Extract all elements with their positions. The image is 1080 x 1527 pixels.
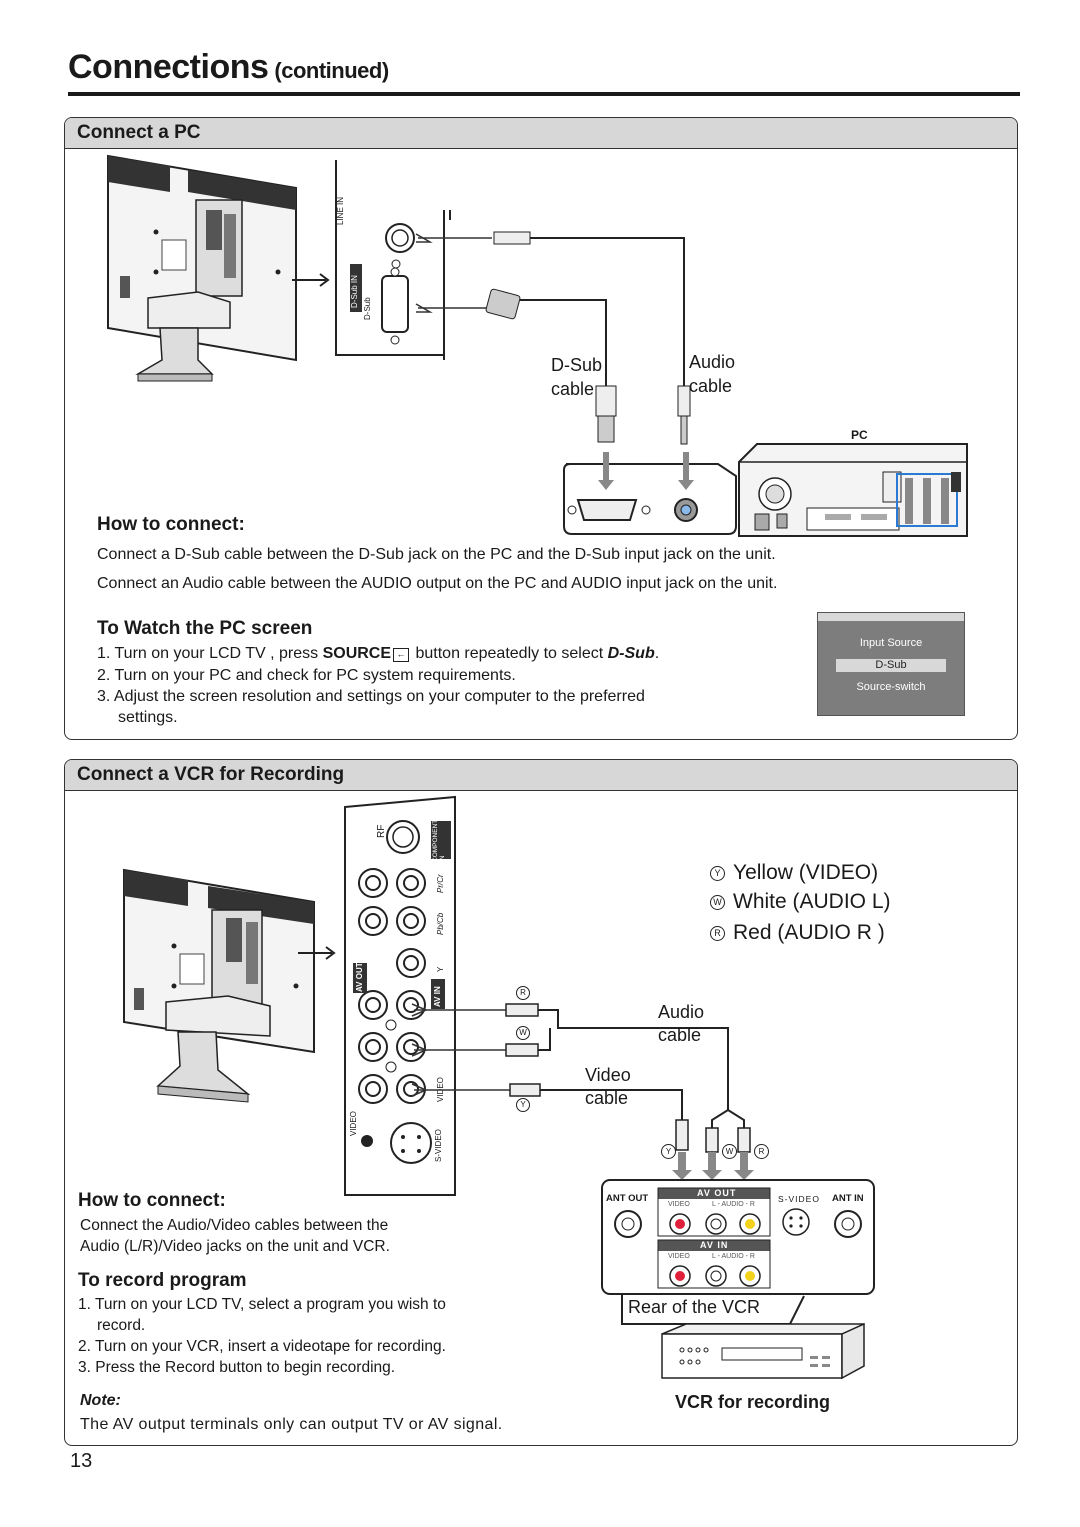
page-number: 13 <box>70 1450 93 1472</box>
pc-watch-step-3: 3. Adjust the screen resolution and sett… <box>97 688 645 705</box>
vcr-how-to-connect-heading: How to connect: <box>78 1190 226 1211</box>
record-step-1: 1. Turn on your LCD TV, select a program… <box>78 1296 446 1313</box>
osd-title: Input Source <box>859 637 923 649</box>
panel-label-av-out: AV OUT <box>355 962 364 992</box>
pc-watch-step-1-dsub: D-Sub <box>607 645 655 662</box>
vcr-av-in-audio-label: L - AUDIO - R <box>712 1253 755 1260</box>
pc-watch-step-1: 1. Turn on your LCD TV , press SOURCE← b… <box>97 643 659 664</box>
vcr-av-out-video-label: VIDEO <box>668 1201 690 1208</box>
pc-watch-step-2: 2. Turn on your PC and check for PC syst… <box>97 667 516 684</box>
page-title-suffix: (continued) <box>274 58 389 83</box>
plug-y-marker-icon: Y <box>661 1144 676 1159</box>
pc-section-title: Connect a PC <box>65 118 1017 149</box>
vcr-audio-cable-label-2: cable <box>658 1025 702 1045</box>
plug-r-marker-icon: R <box>754 1144 769 1159</box>
pc-watch-heading: To Watch the PC screen <box>97 618 313 639</box>
panel-label-pb: Pb/Cb <box>436 912 445 935</box>
legend-w-marker-icon: W <box>710 895 725 910</box>
input-source-osd: Input Source D-Sub Source-switch <box>817 612 965 716</box>
pc-how-to-connect-line-2: Connect an Audio cable between the AUDIO… <box>97 575 778 592</box>
vcr-cables <box>411 1003 754 1180</box>
video-cable-label-2: cable <box>585 1088 629 1108</box>
pointer-arrow-icon <box>292 273 330 287</box>
vcr-section: Connect a VCR for Recording <box>64 759 1018 1446</box>
vcr-rear-panel <box>601 1179 875 1295</box>
vcr-section-title: Connect a VCR for Recording <box>65 760 1017 791</box>
legend-red-text: Red (AUDIO R ) <box>733 921 885 944</box>
legend-yellow-text: Yellow (VIDEO) <box>733 861 879 884</box>
pc-rear-illustration <box>738 443 968 537</box>
pc-how-to-connect-heading: How to connect: <box>97 514 245 535</box>
title-rule <box>68 92 1020 96</box>
plug-w-marker-icon: W <box>722 1144 737 1159</box>
pc-watch-step-1-pre: 1. Turn on your LCD TV , press <box>97 645 323 662</box>
pc-label: PC <box>851 428 868 442</box>
tv-av-panel <box>344 795 456 1196</box>
record-program-heading: To record program <box>78 1270 247 1291</box>
tv-rear-illustration-vcr <box>123 868 315 1103</box>
vcr-unit-illustration <box>661 1322 865 1380</box>
panel-label-rf: RF <box>376 824 387 838</box>
panel-label-video-left: VIDEO <box>349 1111 358 1136</box>
tv-rear-illustration-pc <box>107 154 297 382</box>
panel-label-dsub: D-Sub <box>363 297 372 320</box>
pc-jacks-callout <box>563 452 737 535</box>
vcr-ant-out-label: ANT OUT <box>606 1193 649 1204</box>
record-step-1-cont: record. <box>97 1317 146 1334</box>
panel-label-y: Y <box>436 966 445 972</box>
tv-connector-panel-pc <box>335 160 451 360</box>
rear-of-vcr-label: Rear of the VCR <box>628 1297 761 1317</box>
record-step-2: 2. Turn on your VCR, insert a videotape … <box>78 1338 446 1355</box>
legend-y-marker-icon: Y <box>710 866 725 881</box>
panel-label-line-in: LINE IN <box>336 196 345 225</box>
vcr-av-in-label: AV IN <box>700 1240 729 1250</box>
vcr-svideo-label: S-VIDEO <box>778 1194 820 1204</box>
legend-r-marker-icon: R <box>710 926 725 941</box>
pc-section: Connect a PC <box>64 117 1018 740</box>
record-step-3: 3. Press the Record button to begin reco… <box>78 1359 396 1376</box>
legend-red: R Red (AUDIO R ) <box>710 921 885 945</box>
osd-selected-item: D-Sub <box>836 659 946 672</box>
panel-label-dsub-in: D-Sub IN <box>350 275 359 308</box>
vcr-how-to-connect-line-1: Connect the Audio/Video cables between t… <box>80 1217 389 1234</box>
page-title: Connections(continued) <box>68 48 389 86</box>
vcr-ant-in-label: ANT IN <box>832 1193 864 1204</box>
osd-footer: Source-switch <box>856 681 926 693</box>
legend-yellow: Y Yellow (VIDEO) <box>710 861 878 885</box>
legend-white-text: White (AUDIO L) <box>733 890 891 913</box>
vcr-av-out-audio-label: L - AUDIO - R <box>712 1201 755 1208</box>
audio-cable-label-2: cable <box>689 376 733 396</box>
source-button-text: SOURCE <box>322 645 392 662</box>
audio-cable-label-1: Audio <box>689 352 736 372</box>
pc-watch-step-1-end: . <box>654 645 660 662</box>
vcr-audio-cable-label-1: Audio <box>658 1002 705 1022</box>
source-icon: ← <box>393 648 410 662</box>
dsub-cable-label-2: cable <box>551 379 595 399</box>
note-label: Note: <box>80 1392 121 1409</box>
cable-r-marker-icon: R <box>516 986 530 1000</box>
panel-label-component: COMPONENT IN <box>432 819 446 862</box>
vcr-for-recording-caption: VCR for recording <box>675 1392 831 1412</box>
pc-how-to-connect-line-1: Connect a D-Sub cable between the D-Sub … <box>97 546 776 563</box>
vcr-how-to-connect-line-2: Audio (L/R)/Video jacks on the unit and … <box>80 1238 390 1255</box>
video-cable-label-1: Video <box>585 1065 631 1085</box>
pc-cables <box>415 231 691 445</box>
dsub-cable-label-1: D-Sub <box>551 355 603 375</box>
legend-white: W White (AUDIO L) <box>710 890 891 914</box>
cable-w-marker-icon: W <box>516 1026 530 1040</box>
note-text: The AV output terminals only can output … <box>80 1416 503 1433</box>
pc-watch-step-3-cont: settings. <box>118 709 178 726</box>
vcr-av-out-label: AV OUT <box>697 1188 737 1198</box>
pointer-arrow-icon-vcr <box>298 946 336 960</box>
vcr-av-in-video-label: VIDEO <box>668 1253 690 1260</box>
cable-y-marker-icon: Y <box>516 1098 530 1112</box>
panel-label-pr: Pr/Cr <box>436 874 445 893</box>
pc-watch-step-1-mid: button repeatedly to select <box>411 645 608 662</box>
